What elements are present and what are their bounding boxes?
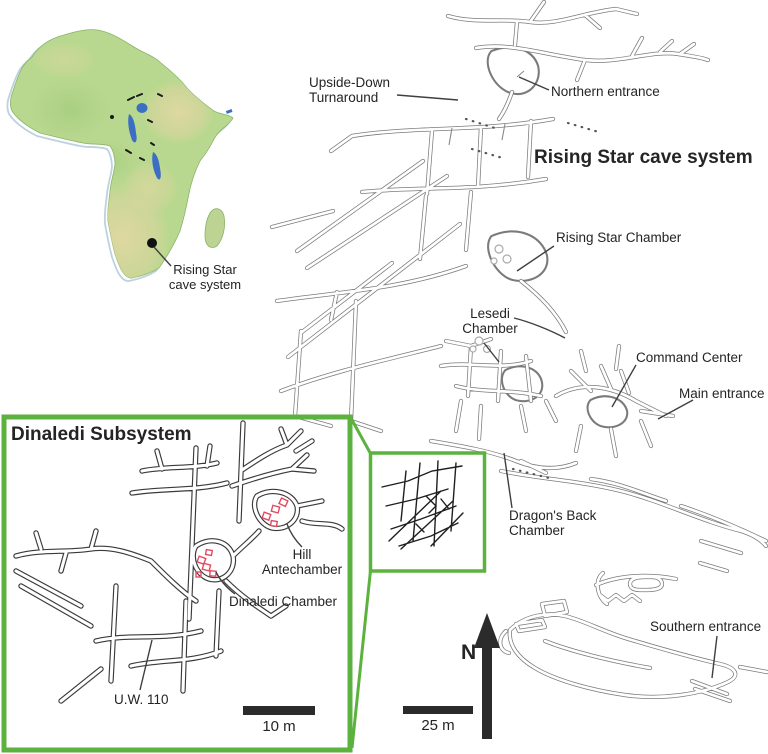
boulder-circles: [469, 244, 512, 354]
minor-dot: [110, 115, 114, 119]
scale-bar-inset: [243, 706, 315, 715]
inset-title: Dinaledi Subsystem: [11, 424, 192, 445]
label-command-center: Command Center: [636, 350, 743, 365]
leader-hill-antechamber: [286, 523, 303, 548]
label-rising-star-chamber: Rising Star Chamber: [556, 230, 682, 245]
label-africa-marker: Rising Star cave system: [168, 262, 242, 292]
north-arrow-icon: [474, 613, 500, 739]
location-leader-line: [153, 246, 172, 267]
leader-main-entrance: [657, 399, 694, 420]
label-hill-antechamber: Hill Antechamber: [261, 547, 343, 577]
excavation-units: [195, 497, 289, 578]
madagascar: [204, 208, 225, 248]
inset-leader-lines: [139, 523, 303, 691]
leader-command-center: [611, 364, 637, 408]
label-dinaledi-chamber: Dinaledi Chamber: [229, 594, 338, 609]
scale-label-inset: 10 m: [262, 718, 296, 735]
leader-northern-entrance: [518, 76, 550, 91]
main-cave-map: [272, 2, 768, 701]
rift-lakes: [128, 103, 233, 180]
dinaledi-highlight-box: [368, 451, 487, 573]
leader-uw-110: [139, 639, 153, 691]
leader-rising-star-chamber: [516, 245, 555, 272]
africa-map: [6, 29, 234, 282]
survey-ticks: [448, 70, 525, 146]
label-northern-entrance: Northern entrance: [551, 84, 660, 99]
label-southern-entrance: Southern entrance: [650, 619, 762, 634]
label-lesedi-chamber: Lesedi Chamber: [462, 306, 518, 336]
leader-lesedi-chamber: [483, 317, 566, 363]
north-label: N: [461, 641, 477, 664]
highlight-box-border: [368, 451, 487, 573]
scale-label-main: 25 m: [421, 717, 455, 734]
label-dragons-back-chamber: Dragon's Back Chamber: [509, 508, 597, 538]
label-leader-lines: [396, 76, 718, 679]
label-main-entrance: Main entrance: [679, 386, 765, 401]
dinaledi-inset: [1, 414, 353, 753]
leader-dinaledi-chamber: [215, 571, 236, 595]
leader-southern-entrance: [711, 635, 718, 679]
scale-bar-main: [403, 706, 473, 714]
rift-marks: [125, 93, 163, 161]
inset-connector-lines: [350, 419, 372, 749]
label-upside-down-turnaround: Upside-Down Turnaround: [309, 75, 391, 105]
leader-upside-down-turnaround: [396, 94, 459, 101]
location-marker: [147, 238, 157, 248]
label-uw-110: U.W. 110: [114, 692, 169, 707]
main-map-title: Rising Star cave system: [534, 147, 753, 168]
inset-border: [1, 414, 353, 753]
mini-cave-lines: [381, 460, 464, 550]
leader-dragons-back-chamber: [503, 452, 513, 509]
